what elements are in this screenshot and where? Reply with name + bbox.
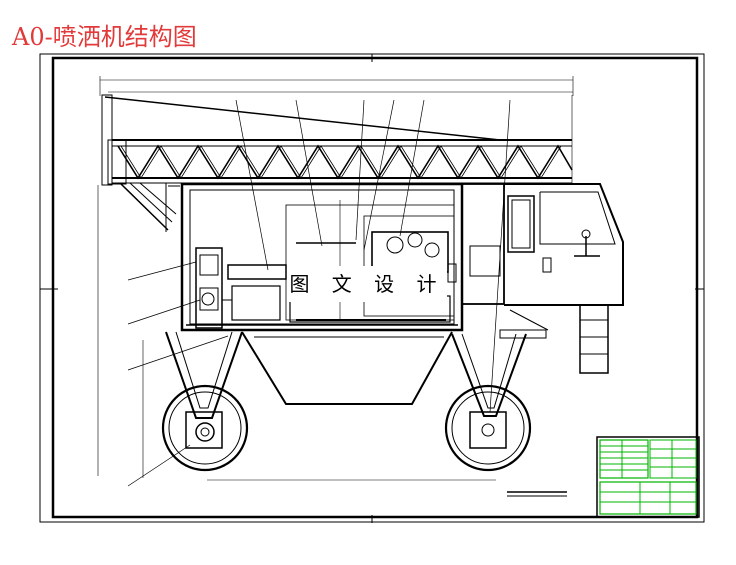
drawing-title: A0-喷洒机结构图 [12, 23, 197, 51]
left-wheel-assembly [161, 331, 249, 472]
watermark-label: 图 文 设 计 [287, 266, 447, 302]
cab [461, 183, 624, 374]
right-wheel-assembly [444, 333, 532, 472]
title-block [596, 436, 700, 518]
boom-truss [101, 94, 573, 232]
leader-lines [127, 99, 511, 487]
chassis-tank [241, 329, 547, 405]
inner-frame [51, 56, 699, 519]
machine-body [180, 182, 464, 332]
